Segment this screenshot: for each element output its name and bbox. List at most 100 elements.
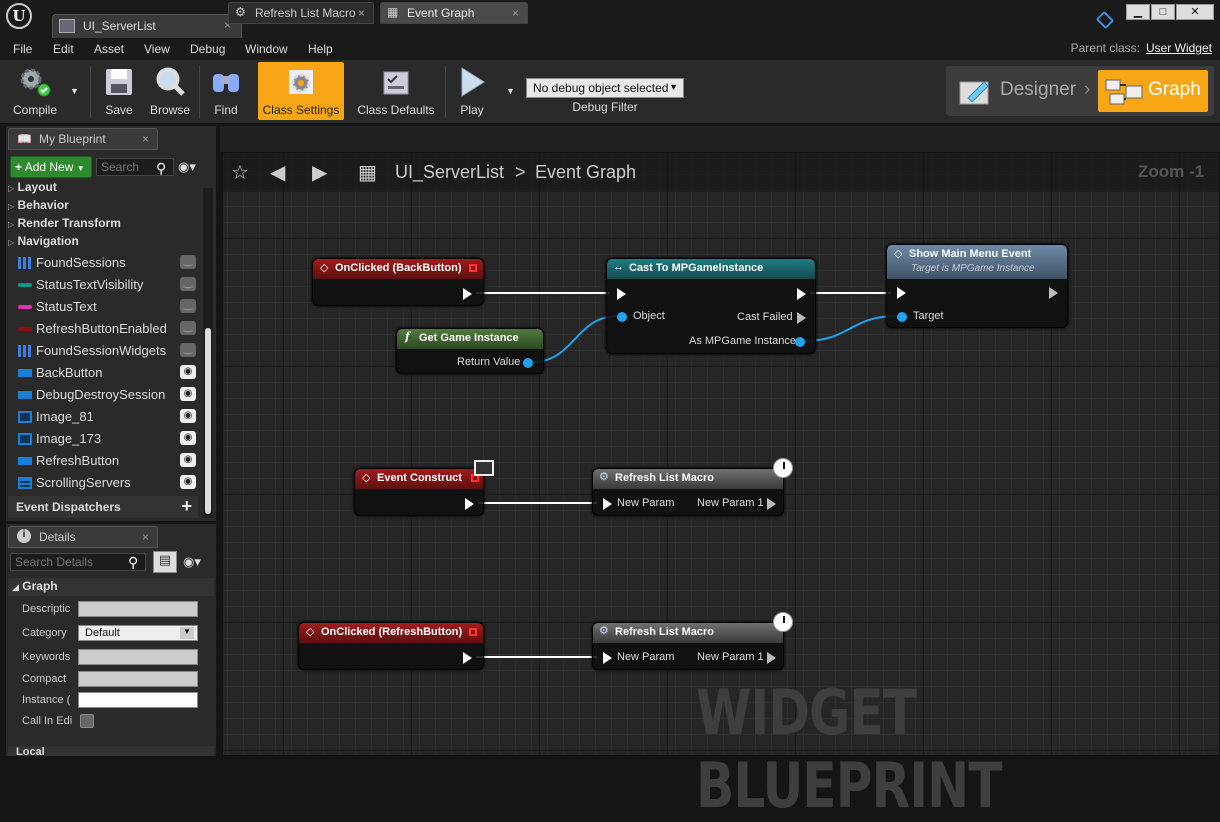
menu-debug[interactable]: Debug [190,42,226,56]
close-tab-icon[interactable]: × [511,6,519,20]
exec-out-pin[interactable] [767,652,776,664]
variable-refresh-button[interactable]: RefreshButton◉ [8,450,198,472]
target-input-pin[interactable] [897,312,907,322]
category-behavior[interactable]: ▷ Behavior [8,198,198,220]
node-refresh-list-macro-1[interactable]: ⚙ Refresh List Macro New Param New Param… [592,468,784,516]
as-mpgame-instance-pin[interactable] [795,337,805,347]
designer-mode-button[interactable]: Designer › [952,70,1092,112]
favorite-star-icon[interactable]: ☆ [231,162,249,184]
find-button[interactable]: Find [203,62,249,120]
close-tab-icon[interactable]: × [141,132,149,146]
blueprint-search-input[interactable] [96,158,174,176]
node-refresh-list-macro-2[interactable]: ⚙ Refresh List Macro New Param New Param… [592,622,784,670]
object-input-pin[interactable] [617,312,627,322]
node-get-game-instance[interactable]: f Get Game Instance Return Value [396,328,544,374]
exec-out-pin[interactable] [797,288,806,300]
cast-failed-pin[interactable] [797,312,806,324]
exec-in-pin[interactable] [603,652,612,664]
category-render-transform[interactable]: ▷ Render Transform [8,216,198,238]
debug-object-select[interactable]: No debug object selected ▼ [526,78,684,98]
tab-event-graph[interactable]: ▦ Event Graph × [380,2,528,24]
close-tab-icon[interactable]: × [357,6,365,20]
eye-open-icon[interactable]: ◉ [180,453,196,467]
eye-open-icon[interactable]: ◉ [180,387,196,401]
class-defaults-button[interactable]: Class Defaults [352,62,440,120]
my-blueprint-scrollbar[interactable] [203,188,213,518]
details-search-input[interactable] [10,553,146,571]
variable-status-text-visibility[interactable]: StatusTextVisibility‿ [8,274,198,296]
variable-image-173[interactable]: Image_173◉ [8,428,198,450]
variable-debug-destroy-session[interactable]: DebugDestroySession◉ [8,384,198,406]
variable-image-81[interactable]: Image_81◉ [8,406,198,428]
variable-scrolling-servers[interactable]: ScrollingServers◉ [8,472,198,494]
class-settings-button[interactable]: Class Settings [258,62,344,120]
delegate-pin[interactable] [469,628,477,636]
breadcrumb-leaf[interactable]: Event Graph [535,162,637,182]
return-value-pin[interactable] [523,358,533,368]
graph-section-header[interactable]: ◢ Graph [8,578,214,596]
play-button[interactable]: Play [449,62,495,120]
menu-help[interactable]: Help [308,42,333,56]
minimize-button[interactable]: ▁ [1126,4,1150,20]
menu-edit[interactable]: Edit [53,42,74,56]
exec-out-pin[interactable] [767,498,776,510]
compact-title-field[interactable] [78,671,198,687]
document-tab[interactable]: UI_ServerList × [52,14,242,38]
details-tab[interactable]: i Details × [8,526,158,548]
eye-closed-icon[interactable]: ‿ [180,299,196,313]
scrollbar-thumb[interactable] [205,328,211,514]
node-cast-to-mpgameinstance[interactable]: ↔ Cast To MPGameInstance Object Cast Fai… [606,258,816,354]
variable-status-text[interactable]: StatusText‿ [8,296,198,318]
keywords-field[interactable] [78,649,198,665]
local-section-header[interactable]: Local [8,746,214,756]
save-button[interactable]: Save [96,62,142,120]
browse-button[interactable]: Browse [146,62,194,120]
graph-mode-button[interactable]: Graph [1098,70,1208,112]
menu-asset[interactable]: Asset [94,42,125,56]
close-tab-icon[interactable]: × [223,18,231,32]
variable-refresh-button-enabled[interactable]: RefreshButtonEnabled‿ [8,318,198,340]
eye-closed-icon[interactable]: ‿ [180,321,196,335]
play-options-dropdown[interactable]: ▼ [502,62,520,120]
node-onclicked-back-button[interactable]: ◇ OnClicked (BackButton) [312,258,484,306]
node-show-main-menu-event[interactable]: ◇ Show Main Menu Event Target is MPGame … [886,244,1068,328]
variable-found-sessions[interactable]: FoundSessions‿ [8,252,198,274]
search-icon[interactable]: ⚲ [156,160,167,176]
search-icon[interactable]: ⚲ [128,554,139,570]
exec-out-pin[interactable] [463,288,472,300]
close-tab-icon[interactable]: × [141,530,149,544]
breadcrumb-root[interactable]: UI_ServerList [395,162,505,182]
node-event-construct[interactable]: ◇ Event Construct [354,468,484,516]
node-onclicked-refresh-button[interactable]: ◇ OnClicked (RefreshButton) [298,622,484,670]
maximize-button[interactable]: □ [1151,4,1175,20]
instance-field[interactable] [78,692,198,708]
exec-in-pin[interactable] [603,498,612,510]
parent-class-link[interactable]: User Widget [1145,41,1212,55]
category-layout[interactable]: ▷ Layout [8,180,198,194]
visibility-options-eye-icon[interactable]: ◉▾ [183,554,201,569]
eye-closed-icon[interactable]: ‿ [180,277,196,291]
forward-arrow-icon[interactable]: ▶ [312,162,328,184]
my-blueprint-tab[interactable]: 📖 My Blueprint × [8,128,158,150]
exec-in-pin[interactable] [617,288,626,300]
close-window-button[interactable]: ✕ [1176,4,1214,20]
menu-file[interactable]: File [13,42,33,56]
category-select[interactable]: Default▼ [78,625,198,641]
add-dispatcher-plus-icon[interactable]: + [181,496,192,516]
compile-button[interactable]: Compile [6,62,64,120]
eye-open-icon[interactable]: ◉ [180,475,196,489]
visibility-options-eye-icon[interactable]: ◉▾ [178,159,196,174]
event-dispatchers-section[interactable]: Event Dispatchers + [8,496,198,518]
back-arrow-icon[interactable]: ◀ [270,162,286,184]
eye-open-icon[interactable]: ◉ [180,431,196,445]
compile-options-dropdown[interactable]: ▼ [64,62,84,120]
variable-back-button[interactable]: BackButton◉ [8,362,198,384]
call-in-editor-checkbox[interactable] [80,714,94,728]
exec-out-pin[interactable] [463,652,472,664]
eye-open-icon[interactable]: ◉ [180,365,196,379]
eye-closed-icon[interactable]: ‿ [180,343,196,357]
tab-refresh-list-macro[interactable]: ⚙ Refresh List Macro × [228,2,374,24]
menu-view[interactable]: View [144,42,170,56]
eye-closed-icon[interactable]: ‿ [180,255,196,269]
property-matrix-icon[interactable]: ▤ [153,551,177,573]
